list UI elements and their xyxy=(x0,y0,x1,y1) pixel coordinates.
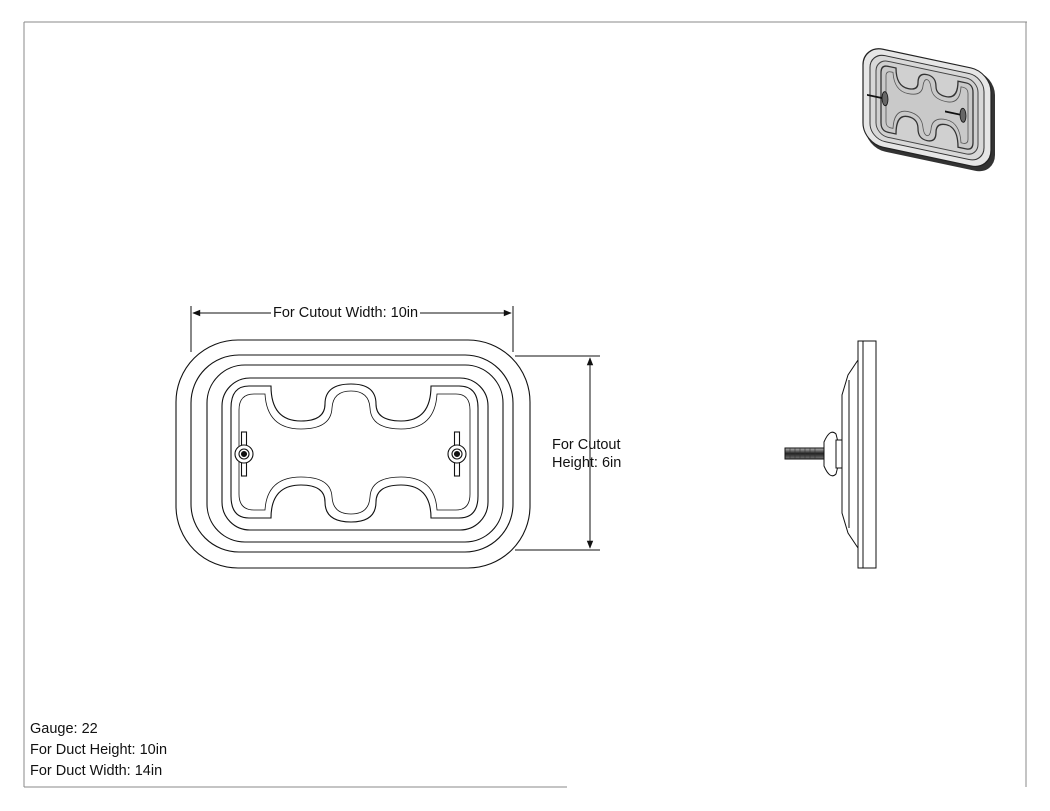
spec-notes: Gauge: 22 For Duct Height: 10in For Duct… xyxy=(30,719,167,782)
gauge-note: Gauge: 22 xyxy=(30,721,98,737)
outer-flange-outline xyxy=(175,339,531,569)
embossed-pattern xyxy=(230,383,479,523)
wing-nut-left xyxy=(234,431,254,477)
sheet-border xyxy=(23,21,1027,788)
cutout-height-label-line1: For Cutout xyxy=(552,437,621,453)
isometric-view xyxy=(862,48,995,172)
duct-height-note: For Duct Height: 10in xyxy=(30,742,168,758)
cutout-height-label-line2: Height: 6in xyxy=(552,455,622,471)
cutout-height-label: For Cutout Height: 6in xyxy=(552,436,621,472)
wing-nut-right xyxy=(447,431,467,477)
side-door-profile xyxy=(841,358,859,550)
side-view xyxy=(784,340,877,569)
side-flange xyxy=(857,340,877,569)
embossed-pattern-inner xyxy=(238,390,471,515)
flange-inner-edge xyxy=(190,354,514,553)
door-panel-edge xyxy=(206,364,504,543)
raised-panel xyxy=(221,377,489,531)
height-dimension xyxy=(515,355,600,551)
duct-width-note: For Duct Width: 14in xyxy=(30,763,163,779)
front-view xyxy=(175,339,531,569)
cutout-width-label: For Cutout Width: 10in xyxy=(271,304,421,322)
